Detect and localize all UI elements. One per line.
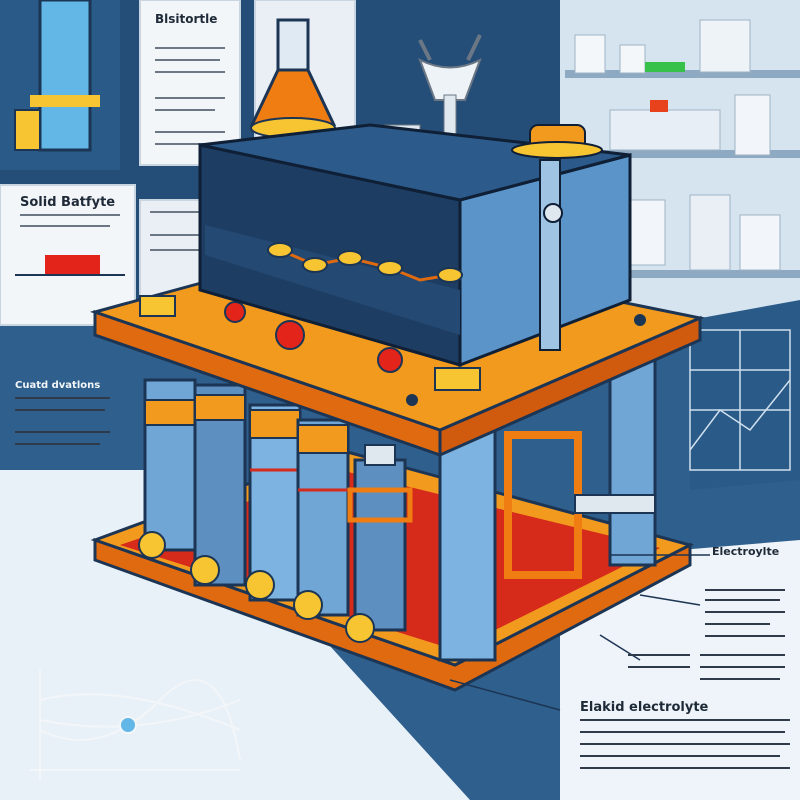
lab-shelves xyxy=(565,19,800,278)
electrode-chain xyxy=(267,242,463,283)
annotation-lines xyxy=(449,554,710,711)
top-panel-title: Blsitortle xyxy=(155,12,218,26)
left-panel-title: Solid Batfyte xyxy=(20,195,116,210)
left-side-heading: Cuatd dvatlons xyxy=(15,380,101,391)
electrolyte-label: Electroylte xyxy=(712,545,780,558)
wave-graph xyxy=(30,670,241,780)
annotation-text-blocks xyxy=(15,397,790,769)
lab-cylinder xyxy=(0,0,120,170)
bottom-electrolyte-label: Elakid electrolyte xyxy=(580,700,709,715)
grid-chart xyxy=(689,329,791,471)
battery-cells xyxy=(138,358,657,662)
